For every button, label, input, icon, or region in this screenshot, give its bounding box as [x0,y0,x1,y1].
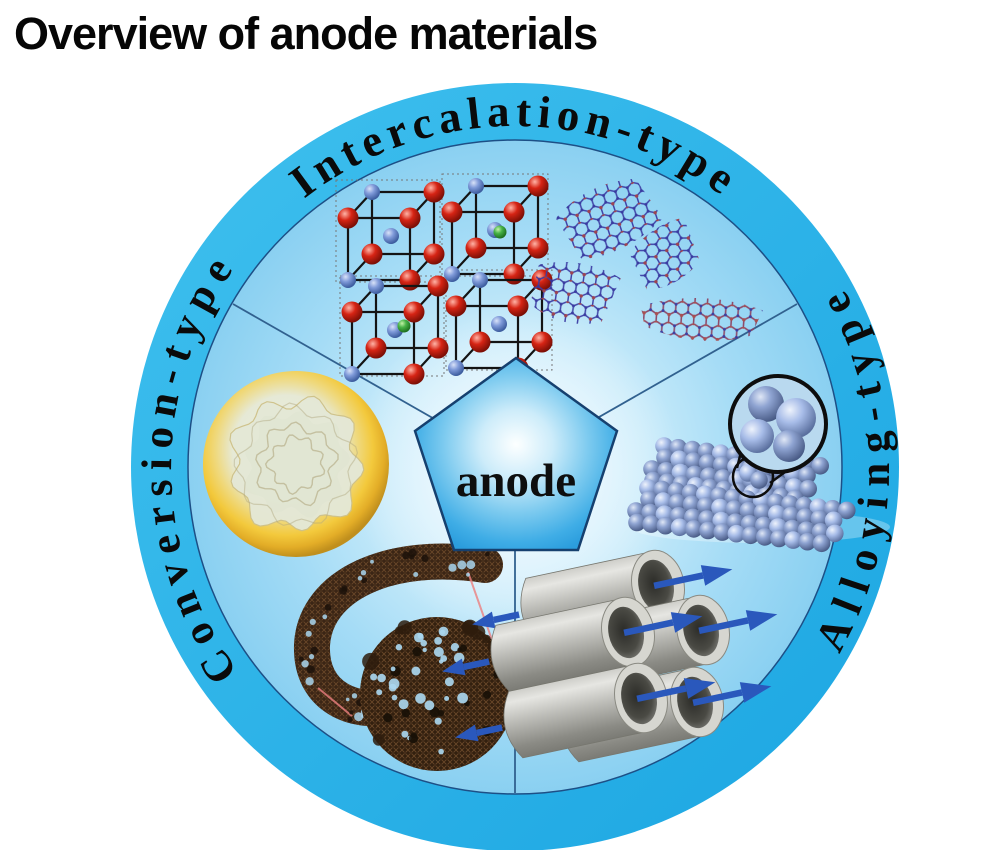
crystal-lattice-icon [335,173,554,386]
anode-pentagon [413,356,619,552]
graphene-sheets-icon [530,178,763,341]
page-title: Overview of anode materials [14,8,598,59]
green-atom [397,319,411,333]
magnifier-icon [728,374,828,499]
anode-label: anode [456,455,576,507]
green-atom [493,225,507,239]
yellow-particle-icon [203,371,389,557]
yellow-particle-membrane [229,395,365,532]
